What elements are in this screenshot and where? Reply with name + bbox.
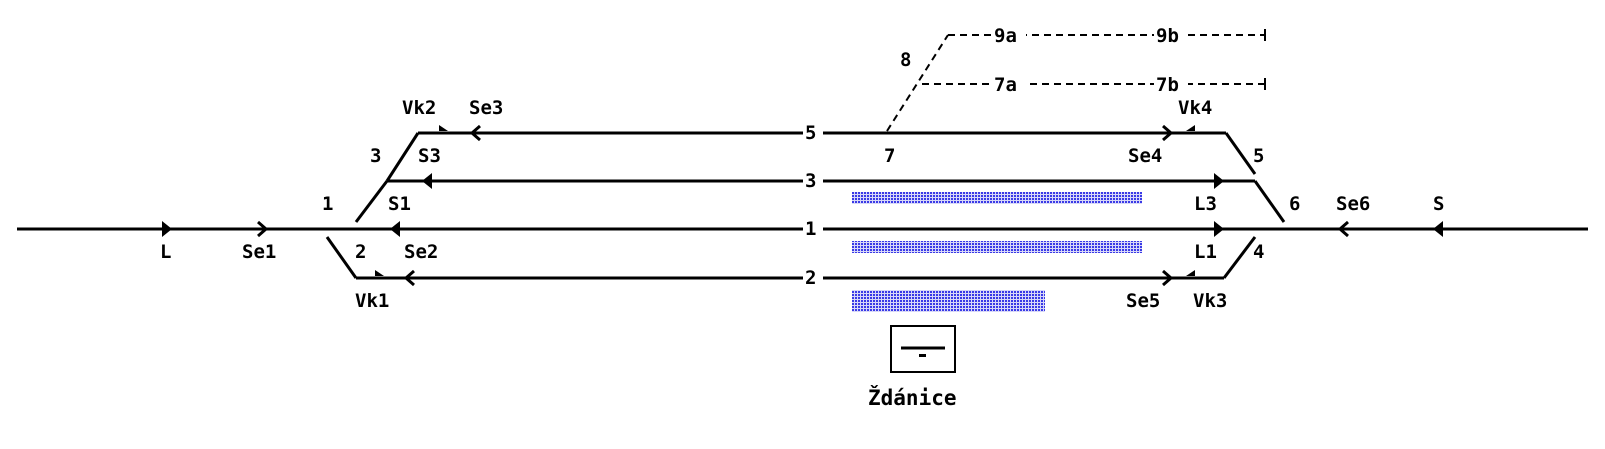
- signal-L-label: L: [160, 241, 171, 263]
- switch-4-label: 4: [1253, 241, 1264, 263]
- track-3-label: 3: [805, 170, 816, 192]
- switch-3-to-5-diagonal: [385, 132, 420, 182]
- switch-7-label: 7: [884, 145, 895, 167]
- signal-S1-icon: [390, 221, 400, 237]
- switch-3-label: 3: [370, 145, 381, 167]
- signal-Se6-icon: [1337, 220, 1349, 238]
- switch-4-diagonal: [1222, 236, 1257, 279]
- station-building-dot: [919, 354, 926, 357]
- marker-Vk3-icon: [1186, 270, 1195, 276]
- track-7b-label: 7b: [1156, 74, 1179, 96]
- signal-S3-icon: [422, 173, 432, 189]
- station-name: Ždánice: [868, 385, 957, 410]
- signal-Se2-icon: [403, 269, 415, 287]
- track-9a-label: 9a: [994, 25, 1017, 47]
- track-7a-label: 7a: [994, 74, 1017, 96]
- signal-Se1-icon: [257, 220, 269, 238]
- switch-5-diagonal: [1224, 132, 1257, 175]
- signal-Se4-label: Se4: [1128, 145, 1162, 167]
- switch-1-label: 1: [322, 193, 333, 215]
- signal-L1-icon: [1214, 221, 1224, 237]
- signal-Vk1-label: Vk1: [355, 290, 389, 312]
- signal-S3-label: S3: [418, 145, 441, 167]
- switch-6-label: 6: [1289, 193, 1300, 215]
- signal-Se3-icon: [469, 124, 481, 142]
- marker-Vk4-icon: [1186, 125, 1195, 131]
- switch-6-diagonal: [1253, 180, 1286, 223]
- signal-Se2-label: Se2: [404, 241, 438, 263]
- signal-Vk4-label: Vk4: [1178, 97, 1212, 119]
- signal-Vk2-label: Vk2: [402, 97, 436, 119]
- signal-L1-label: L1: [1194, 241, 1217, 263]
- signal-S1-label: S1: [388, 193, 411, 215]
- platform-3: [852, 290, 1045, 312]
- track-8-line: [886, 34, 949, 132]
- signal-Se6-label: Se6: [1336, 193, 1370, 215]
- signal-Se4-icon: [1162, 124, 1174, 142]
- signal-Se5-label: Se5: [1126, 290, 1160, 312]
- signal-Vk3-label: Vk3: [1193, 290, 1227, 312]
- switch-5-label: 5: [1253, 145, 1264, 167]
- signal-Se1-label: Se1: [242, 241, 276, 263]
- signal-L-icon: [162, 221, 172, 237]
- track-1-label: 1: [805, 218, 816, 240]
- signal-S-label: S: [1433, 193, 1444, 215]
- switch-3-diagonal: [354, 180, 389, 223]
- platform-2: [852, 241, 1142, 253]
- track-5-label: 5: [805, 122, 816, 144]
- signal-Se3-label: Se3: [469, 97, 503, 119]
- signal-S-icon: [1433, 221, 1443, 237]
- signal-Se5-icon: [1162, 269, 1174, 287]
- marker-Vk1-icon: [375, 270, 384, 276]
- track-2-label: 2: [805, 267, 816, 289]
- track-9b-label: 9b: [1156, 25, 1179, 47]
- marker-Vk2-icon: [439, 125, 448, 131]
- switch-2-diagonal: [325, 236, 358, 279]
- signal-L3-label: L3: [1194, 193, 1217, 215]
- track-8-label: 8: [900, 49, 911, 71]
- platform-1: [852, 192, 1142, 204]
- switch-2-label: 2: [355, 241, 366, 263]
- signal-L3-icon: [1214, 173, 1224, 189]
